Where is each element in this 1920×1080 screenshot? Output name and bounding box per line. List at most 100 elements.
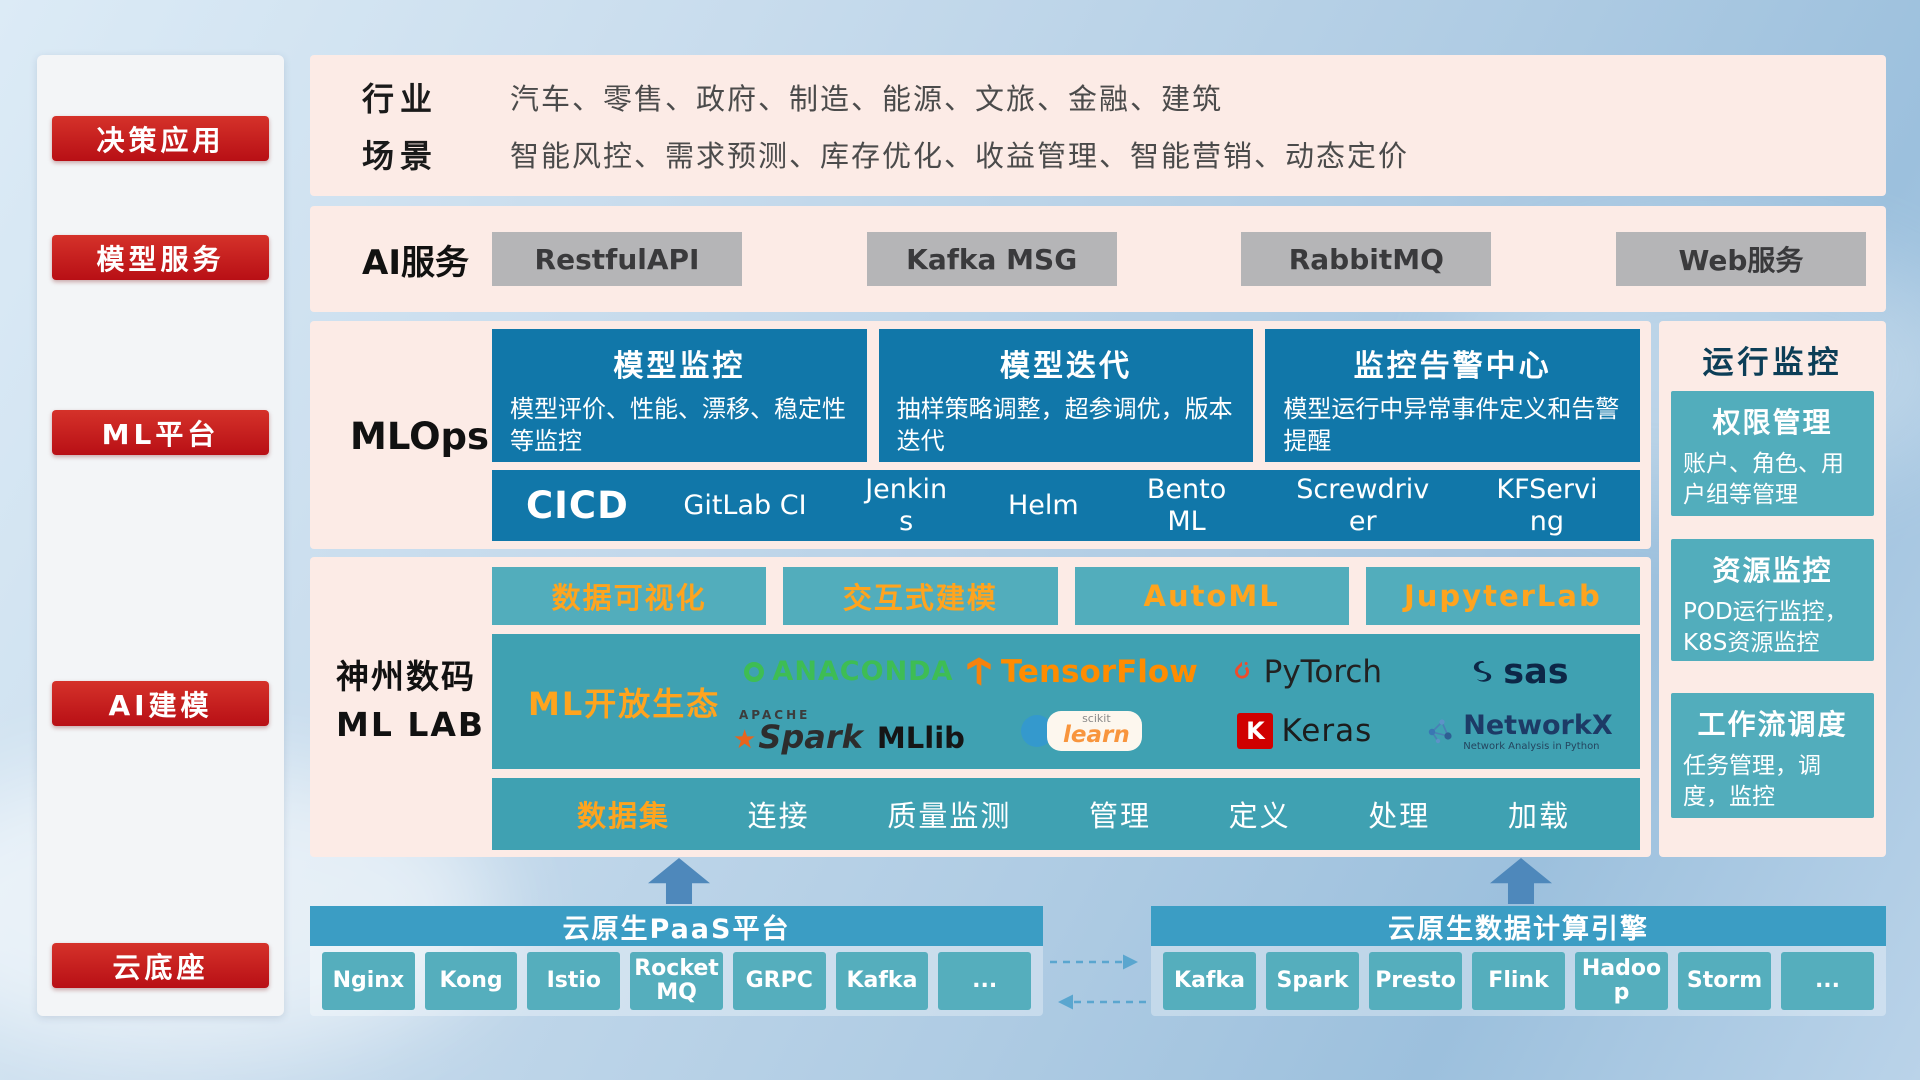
web-service-button[interactable]: Web服务 — [1615, 232, 1866, 286]
cicd-bar: CICD GitLab CI Jenkins Helm BentoML Scre… — [492, 470, 1640, 541]
engine-chip-row: Kafka Spark Presto Flink Hadoop Storm ..… — [1151, 952, 1886, 1010]
mlops-label: MLOps — [350, 415, 490, 458]
dataset-item-process: 处理 — [1368, 799, 1431, 833]
permission-management-card: 权限管理 账户、角色、用户组等管理 — [1671, 391, 1874, 516]
restful-api-button[interactable]: RestfulAPI — [492, 232, 742, 286]
spark-row: ★ Spark MLlib — [733, 721, 965, 753]
cicd-label: CICD — [526, 484, 629, 527]
data-visualization-button[interactable]: 数据可视化 — [492, 567, 767, 625]
card-title: 权限管理 — [1712, 406, 1833, 439]
interactive-modeling-button[interactable]: 交互式建模 — [783, 567, 1058, 625]
rocketmq-chip[interactable]: RocketMQ — [630, 952, 723, 1010]
nginx-chip[interactable]: Nginx — [322, 952, 415, 1010]
scenario-list: 智能风控、需求预测、库存优化、收益管理、智能营销、动态定价 — [510, 139, 1410, 173]
ml-lab-panel: 神州数码 ML LAB 数据可视化 交互式建模 AutoML JupyterLa… — [310, 557, 1651, 857]
kafka-chip[interactable]: Kafka — [1163, 952, 1256, 1010]
dataset-item-manage: 管理 — [1088, 799, 1151, 833]
hadoop-chip[interactable]: Hadoop — [1575, 952, 1668, 1010]
networkx-logo: NetworkX Network Analysis in Python — [1425, 710, 1613, 753]
ml-lab-label-line1: 神州数码 — [336, 657, 476, 696]
scikit-learn-wordmark-group: scikit learn — [1046, 711, 1142, 752]
storm-chip[interactable]: Storm — [1678, 952, 1771, 1010]
industry-list: 汽车、零售、政府、制造、能源、文旅、金融、建筑 — [510, 82, 1224, 116]
layer-model-service[interactable]: 模型服务 — [52, 235, 269, 280]
dataset-bar: 数据集 连接 质量监测 管理 定义 处理 加载 — [492, 778, 1640, 850]
grpc-chip[interactable]: GRPC — [732, 952, 826, 1010]
ml-open-ecosystem-panel: ML开放生态 ANACONDA TensorFlow — [492, 634, 1640, 769]
ml-lab-feature-row: 数据可视化 交互式建模 AutoML JupyterLab — [492, 567, 1640, 625]
card-desc: POD运行监控，K8S资源监控 — [1683, 599, 1848, 657]
presto-chip[interactable]: Presto — [1369, 952, 1462, 1010]
ml-lab-label: 神州数码 ML LAB — [336, 653, 485, 749]
card-desc: 账户、角色、用户组等管理 — [1683, 451, 1844, 509]
alert-center-card: 监控告警中心 模型运行中异常事件定义和告警提醒 — [1265, 329, 1641, 462]
dashed-flow-arrows-icon — [1050, 954, 1146, 1010]
scikit-learn-logo: scikit learn — [1020, 711, 1142, 752]
card-desc: 任务管理，调度，监控 — [1683, 753, 1821, 811]
rabbitmq-button[interactable]: RabbitMQ — [1241, 232, 1492, 286]
tensorflow-logo: TensorFlow — [965, 654, 1198, 690]
jupyterlab-button[interactable]: JupyterLab — [1365, 567, 1640, 625]
card-title: 工作流调度 — [1697, 708, 1848, 741]
apache-label: APACHE — [739, 708, 811, 723]
pytorch-logo: PyTorch — [1228, 654, 1382, 690]
data-engine-bar: 云原生数据计算引擎 — [1151, 906, 1886, 946]
networkx-logo-icon — [1429, 719, 1452, 744]
card-desc: 模型运行中异常事件定义和告警提醒 — [1283, 395, 1620, 456]
layer-sidebar: 决策应用 模型服务 ML平台 AI建模 云底座 — [37, 55, 284, 1016]
dataset-item-define: 定义 — [1228, 799, 1291, 833]
resource-monitor-card: 资源监控 POD运行监控，K8S资源监控 — [1671, 539, 1874, 661]
kafka-msg-button[interactable]: Kafka MSG — [866, 232, 1117, 286]
layer-decision-application[interactable]: 决策应用 — [52, 116, 269, 161]
more-chip[interactable]: ... — [1781, 952, 1874, 1010]
mlops-panel: MLOps 模型监控 模型评价、性能、漂移、稳定性等监控 模型迭代 抽样策略调整… — [310, 321, 1651, 549]
networkx-wordmark-group: NetworkX Network Analysis in Python — [1463, 710, 1612, 753]
card-title: 模型监控 — [613, 349, 746, 384]
learn-wordmark: learn — [1062, 722, 1130, 749]
card-title: 资源监控 — [1712, 554, 1833, 587]
cicd-item-jenkins: Jenkins — [865, 474, 948, 537]
dataset-item-quality: 质量监测 — [887, 799, 1012, 833]
model-monitoring-card: 模型监控 模型评价、性能、漂移、稳定性等监控 — [492, 329, 867, 462]
ecosystem-logo-grid: ANACONDA TensorFlow PyTorch — [733, 634, 1640, 769]
paas-platform-bar: 云原生PaaS平台 — [310, 906, 1043, 946]
layer-ml-platform[interactable]: ML平台 — [52, 410, 269, 455]
istio-chip[interactable]: Istio — [527, 952, 621, 1010]
card-title: 模型迭代 — [1000, 349, 1132, 384]
sas-logo: sas — [1469, 651, 1569, 692]
ml-lab-label-line2: ML LAB — [336, 704, 486, 744]
mlops-cards: 模型监控 模型评价、性能、漂移、稳定性等监控 模型迭代 抽样策略调整，超参调优，… — [492, 329, 1641, 462]
layer-ai-modeling[interactable]: AI建模 — [52, 681, 269, 726]
cicd-item-gitlab-ci: GitLab CI — [683, 489, 807, 521]
workflow-schedule-card: 工作流调度 任务管理，调度，监控 — [1671, 693, 1874, 818]
tensorflow-logo-icon — [967, 657, 991, 686]
dataset-label: 数据集 — [577, 799, 671, 833]
sas-wordmark: sas — [1503, 651, 1569, 692]
spark-star-icon: ★ — [733, 725, 757, 756]
dataset-item-connect: 连接 — [747, 799, 810, 833]
kafka-chip[interactable]: Kafka — [835, 952, 929, 1010]
scenario-label: 场景 — [362, 137, 439, 175]
ai-service-label: AI服务 — [362, 242, 469, 283]
industry-scenario-panel: 行业 汽车、零售、政府、制造、能源、文旅、金融、建筑 场景 智能风控、需求预测、… — [310, 55, 1886, 196]
kong-chip[interactable]: Kong — [424, 952, 518, 1010]
card-desc: 抽样策略调整，超参调优，版本迭代 — [896, 395, 1233, 456]
more-chip[interactable]: ... — [938, 952, 1032, 1010]
keras-wordmark: Keras — [1281, 713, 1373, 750]
ai-service-buttons: RestfulAPI Kafka MSG RabbitMQ Web服务 — [492, 232, 1866, 286]
model-iteration-card: 模型迭代 抽样策略调整，超参调优，版本迭代 — [878, 329, 1254, 462]
card-title: 监控告警中心 — [1353, 349, 1552, 384]
cicd-item-screwdriver: Screwdriver — [1296, 474, 1430, 537]
sas-logo-icon — [1474, 660, 1492, 682]
layer-cloud-base[interactable]: 云底座 — [52, 943, 269, 988]
dataset-item-load: 加载 — [1507, 799, 1570, 833]
spark-wordmark-group: APACHE ★ Spark MLlib — [733, 709, 965, 753]
automl-button[interactable]: AutoML — [1074, 567, 1349, 625]
cicd-item-helm: Helm — [1008, 489, 1079, 521]
industry-row: 行业 汽车、零售、政府、制造、能源、文旅、金融、建筑 — [310, 74, 1886, 120]
runtime-monitor-title: 运行监控 — [1702, 345, 1843, 381]
mllib-wordmark: MLlib — [876, 721, 965, 756]
flink-chip[interactable]: Flink — [1472, 952, 1565, 1010]
tensorflow-wordmark: TensorFlow — [1000, 653, 1198, 690]
spark-chip[interactable]: Spark — [1266, 952, 1359, 1010]
